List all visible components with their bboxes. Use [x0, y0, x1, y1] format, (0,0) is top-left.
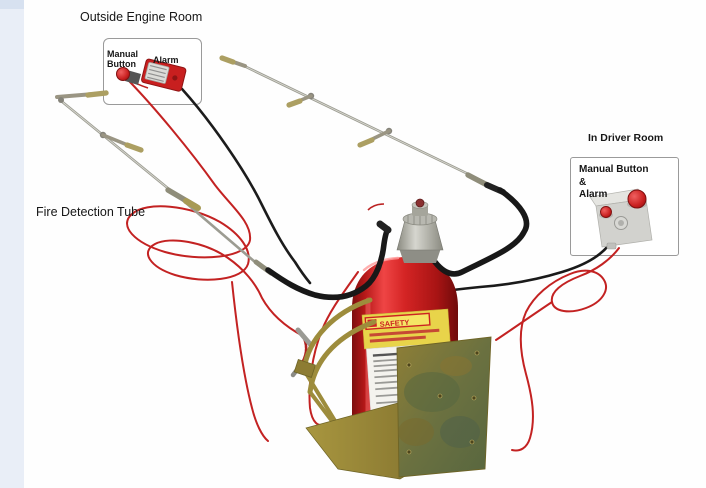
detection-tube-right-branch [495, 301, 553, 341]
driver-control-box [589, 188, 653, 250]
driver-box-label-line3: Alarm [579, 189, 608, 200]
engine-room-alarm-cable [180, 87, 312, 285]
manual-button-label: Manual Button [107, 49, 139, 70]
cable-gland [606, 242, 617, 250]
detection-tube-left-run [126, 81, 304, 337]
detection-tube-right-run [511, 247, 620, 452]
discharge-hose-left [265, 226, 391, 301]
spray-bar-left [55, 90, 274, 276]
mounting-bracket [293, 297, 492, 480]
bracket-plate-blotches [398, 356, 480, 448]
bracket-screw-holes [406, 350, 480, 455]
pressure-cap [415, 198, 425, 208]
alarm-label: Alarm [153, 55, 179, 65]
signal-cables [180, 87, 610, 292]
driver-room-cable [451, 244, 610, 292]
in-driver-room-label: In Driver Room [588, 132, 664, 144]
engine-room-devices [116, 58, 187, 92]
brand-text: SAFETY [379, 318, 409, 329]
bar-end-fitting [465, 172, 490, 188]
driver-big-button-icon [627, 189, 647, 209]
outside-engine-room-label: Outside Engine Room [80, 10, 203, 24]
page-left-margin-strip-top [0, 0, 24, 9]
alarm-device [141, 58, 187, 92]
driver-small-button-icon [600, 206, 612, 218]
detection-tube-drop-a [231, 281, 269, 442]
valve-elbow [376, 220, 392, 234]
valve [367, 198, 444, 263]
manual-button-icon [116, 67, 130, 81]
spray-bar-right [219, 55, 506, 195]
driver-box-label: Manual Button & Alarm [579, 164, 648, 202]
fire-detection-tube-label: Fire Detection Tube [36, 205, 146, 219]
driver-box-label-line1: Manual Button [579, 164, 649, 175]
page-left-margin-strip [0, 0, 24, 488]
driver-box-label-line2: & [579, 176, 587, 188]
